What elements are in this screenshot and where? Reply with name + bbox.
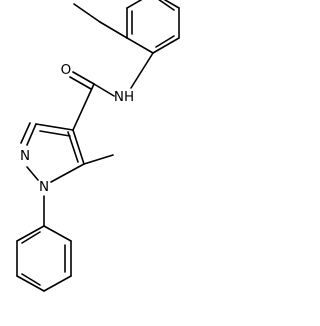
bond-nh-carbonyl xyxy=(93,83,115,97)
bond-c5-c4 xyxy=(72,129,85,165)
ring-bond xyxy=(126,37,154,54)
ring-bond xyxy=(43,225,72,242)
bond-n2-n1 xyxy=(26,166,39,181)
bond-n1-c5 xyxy=(50,163,85,183)
amide-nh-label: NH xyxy=(114,89,134,105)
ring-bond xyxy=(16,275,45,292)
ring-bond xyxy=(163,0,180,9)
bond-carbonyl-o xyxy=(72,71,95,85)
ring-double-bond xyxy=(21,231,41,244)
bond-c5-c4-double xyxy=(67,131,79,163)
ring-bond xyxy=(43,275,72,292)
ethyl-group xyxy=(73,3,128,39)
oxygen-label: O xyxy=(61,62,72,78)
bond-carbonyl-c4 xyxy=(72,83,95,131)
ring-bond xyxy=(152,37,180,54)
bond-c3-n2-inner xyxy=(20,122,31,144)
amide-group xyxy=(69,52,154,131)
ring-double-bond xyxy=(155,35,175,48)
bond-ring-nh xyxy=(130,52,154,89)
ring-double-bond xyxy=(21,273,41,286)
ring-double-bond xyxy=(158,0,175,11)
pyrazole-n2-label: N xyxy=(20,148,30,164)
bond-c4-c3 xyxy=(35,123,74,131)
phenyl-ring xyxy=(16,225,72,292)
ring-bond xyxy=(126,0,143,9)
ring-bond xyxy=(16,225,45,242)
bond-carbonyl-o-double xyxy=(69,76,92,90)
bond-c3-c4-double xyxy=(39,130,71,137)
bond-ethyl-ch3 xyxy=(73,3,101,23)
ethylphenyl-ring xyxy=(126,0,180,54)
bond-c3-n2 xyxy=(26,123,37,146)
pyrazole-ring xyxy=(20,122,85,183)
bond-ethyl-ch2 xyxy=(99,21,128,39)
structure-diagram: O NH N N xyxy=(16,0,180,292)
bond-c5-methyl xyxy=(83,154,114,165)
pyrazole-n1-label: N xyxy=(39,179,49,195)
